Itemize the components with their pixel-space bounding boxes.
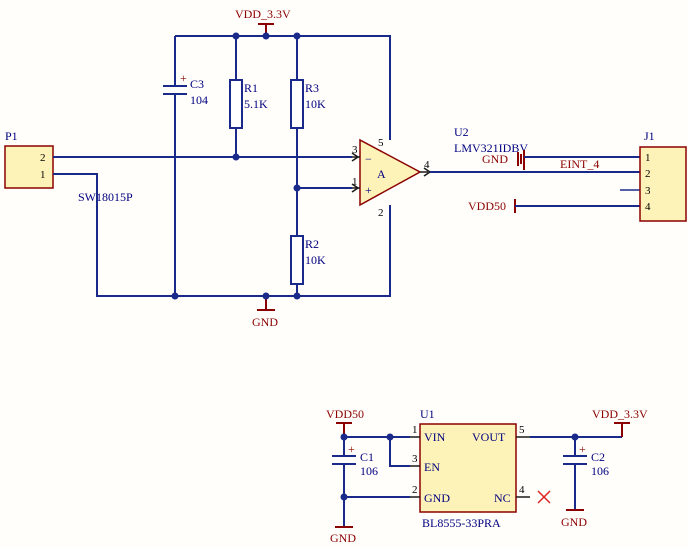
u1-pin-number-vin: 1	[412, 424, 418, 436]
r1-value: 5.1K	[244, 97, 268, 111]
no-connect-marker	[537, 490, 551, 504]
junction-dot	[262, 292, 270, 300]
net-label-vdd33-top: VDD_3.3V	[235, 7, 291, 21]
c2-value: 106	[591, 464, 609, 478]
u1-pin-name-nc: NC	[494, 491, 511, 505]
capacitor-c2[interactable]: + C2 106	[563, 437, 609, 510]
u1-pin-name-vout: VOUT	[472, 430, 506, 444]
u1-part: BL8555-33PRA	[422, 516, 501, 530]
power-port-gnd-j1[interactable]: GND	[482, 150, 640, 170]
junction-dot	[340, 493, 348, 501]
u1-pin-number-vout: 5	[519, 424, 525, 436]
j1-pin4-number: 4	[645, 201, 651, 213]
r3-value: 10K	[305, 97, 326, 111]
net-label-gnd-top: GND	[252, 315, 278, 329]
resistor-r2[interactable]: R2 10K	[290, 235, 326, 296]
net-label-vdd33-u1: VDD_3.3V	[592, 407, 648, 421]
u1-pin-number-gnd: 2	[412, 484, 418, 496]
p1-part: SW18015P	[78, 190, 133, 204]
u2-part: LMV321IDBV	[454, 141, 528, 155]
p1-designator: P1	[5, 129, 18, 143]
connector-j1[interactable]: J1 1 2 3 4	[639, 129, 687, 222]
u1-pin-number-nc: 4	[519, 484, 525, 496]
resistor-r3[interactable]: R3 10K	[290, 36, 326, 236]
capacitor-c3[interactable]: + C3 104	[163, 36, 208, 296]
net-label-vdd50-j1: VDD50	[468, 199, 506, 213]
junction-dot	[386, 433, 394, 441]
r1-designator: R1	[244, 81, 258, 95]
c3-value: 104	[190, 93, 208, 107]
u1-designator: U1	[420, 407, 435, 421]
power-port-gnd-top[interactable]: GND	[252, 296, 278, 329]
u2-pin-out: 4	[424, 159, 430, 171]
u1-pin-name-gnd: GND	[424, 491, 450, 505]
power-port-vdd50-u1[interactable]: VDD50	[326, 407, 364, 437]
junction-dot	[293, 32, 301, 40]
p1-pin2-number: 2	[40, 152, 46, 164]
u2-unit: A	[377, 167, 386, 181]
net-label-gnd-j1: GND	[482, 152, 508, 166]
u1-pin-number-en: 3	[412, 453, 418, 465]
r3-designator: R3	[305, 81, 319, 95]
junction-dot	[171, 292, 179, 300]
junction-dot	[571, 433, 579, 441]
net-label-gnd-c1: GND	[330, 531, 356, 545]
junction-dot	[262, 32, 270, 40]
u2-pin-gnd: 2	[378, 207, 384, 219]
wire-vdd-rail	[175, 35, 391, 140]
resistor-r1[interactable]: R1 5.1K	[229, 36, 268, 157]
power-port-vdd50-j1[interactable]: VDD50	[468, 199, 640, 213]
c3-polarity: +	[180, 71, 187, 85]
junction-dot	[293, 292, 301, 300]
u2-pin-in-neg: 3	[352, 144, 358, 156]
junction-dot	[232, 153, 240, 161]
j1-pin3-number: 3	[645, 185, 651, 197]
power-port-vdd33-top[interactable]: VDD_3.3V	[235, 7, 291, 36]
j1-designator: J1	[644, 129, 655, 143]
capacitor-c1[interactable]: + C1 106	[332, 437, 378, 527]
u2-pin-in-pos: 1	[352, 176, 358, 188]
junction-dot	[293, 184, 301, 192]
c2-designator: C2	[591, 450, 605, 464]
net-label-eint4: EINT_4	[560, 157, 599, 171]
c3-designator: C3	[190, 77, 204, 91]
u1-pin-name-en: EN	[424, 460, 440, 474]
net-label-vdd50-u1: VDD50	[326, 407, 364, 421]
net-label-gnd-c2: GND	[561, 515, 587, 529]
power-port-gnd-c1[interactable]: GND	[330, 526, 356, 545]
u2-pin-vdd: 5	[378, 137, 384, 149]
wire-gnd-rail	[53, 173, 391, 297]
u2-designator: U2	[454, 125, 469, 139]
r2-designator: R2	[305, 237, 319, 251]
junction-dot	[232, 32, 240, 40]
c1-polarity: +	[348, 442, 355, 456]
c1-value: 106	[360, 464, 378, 478]
wire-en	[389, 437, 410, 467]
regulator-u1[interactable]: U1 VIN EN GND VOUT NC 1 3 2 5 4 BL8555-3…	[410, 407, 530, 530]
c1-designator: C1	[360, 450, 374, 464]
junction-dot	[340, 433, 348, 441]
u2-neg-sign: −	[365, 152, 372, 166]
connector-p1[interactable]: P1 2 1 SW18015P	[4, 129, 133, 204]
j1-pin2-number: 2	[645, 168, 651, 180]
r2-value: 10K	[305, 253, 326, 267]
c2-polarity: +	[579, 442, 586, 456]
power-port-vdd33-u1[interactable]: VDD_3.3V	[592, 407, 648, 437]
power-port-gnd-c2[interactable]: GND	[561, 509, 587, 529]
j1-pin1-number: 1	[645, 152, 651, 164]
u2-pos-sign: +	[365, 183, 372, 197]
p1-pin1-number: 1	[40, 169, 46, 181]
u1-pin-name-vin: VIN	[424, 430, 446, 444]
opamp-u2[interactable]: 3 1 − + A 5 2 4 U2 LMV321IDBV	[351, 125, 528, 219]
